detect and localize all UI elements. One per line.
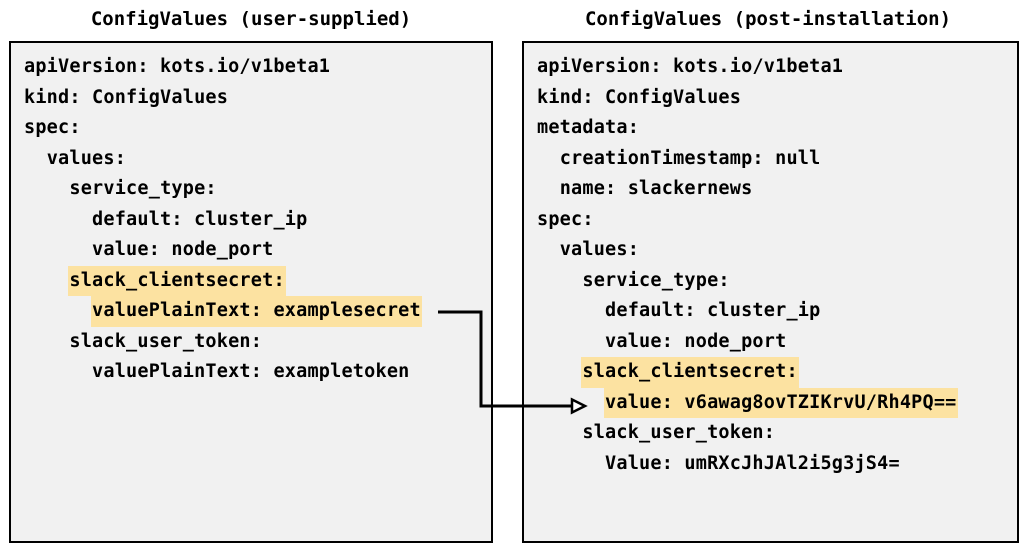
yaml-line-text: Value: umRXcJhJAl2i5g3jS4= [605,452,900,474]
yaml-line-text: value: node_port [605,330,787,352]
yaml-indent [536,453,604,474]
yaml-line-text: creationTimestamp: null [559,147,821,169]
yaml-indent [23,300,91,321]
yaml-indent [536,178,559,199]
yaml-line: service_type: [536,266,1017,297]
yaml-indent [536,239,559,260]
yaml-indent [536,148,559,169]
yaml-line: slack_user_token: [23,327,491,358]
yaml-line: value: node_port [536,327,1017,358]
yaml-indent [536,300,604,321]
yaml-line-text: slack_user_token: [69,330,263,352]
yaml-line-text: apiVersion: kots.io/v1beta1 [537,56,844,77]
yaml-box-user-supplied: apiVersion: kots.io/v1beta1 kind: ConfigV… [9,41,493,543]
yaml-line-text: slack_clientsecret: [581,357,799,388]
yaml-indent [23,270,68,291]
yaml-indent [23,361,91,382]
yaml-line: metadata: [536,113,1017,144]
yaml-indent [536,361,581,382]
yaml-line: default: cluster_ip [536,296,1017,327]
yaml-line: spec: [536,205,1017,236]
yaml-line: apiVersion: kots.io/v1beta1 [23,52,491,83]
yaml-indent [23,331,68,352]
yaml-line-text: name: slackernews [559,178,753,199]
yaml-line: slack_clientsecret: [536,357,1017,388]
yaml-indent [23,148,46,169]
yaml-line-text: default: cluster_ip [92,208,308,230]
yaml-line: values: [23,144,491,175]
yaml-line: service_type: [23,174,491,205]
yaml-indent [23,239,91,260]
yaml-line-text: spec: [537,208,594,230]
yaml-line-text: values: [559,239,640,260]
yaml-line: slack_clientsecret: [23,265,491,296]
yaml-line: valuePlainText: examplesecret [23,296,491,327]
panel-title-post-installation: ConfigValues (post-installation) [584,8,952,30]
panel-title-user-supplied: ConfigValues (user-supplied) [90,8,412,30]
yaml-box-post-installation: apiVersion: kots.io/v1beta1 kind: ConfigV… [522,41,1019,543]
yaml-line: values: [536,235,1017,266]
yaml-line-text: value: node_port [92,239,274,260]
yaml-line: name: slackernews [536,174,1017,205]
yaml-line: kind: ConfigValues [536,83,1017,114]
yaml-line-text: slack_clientsecret: [68,265,286,296]
yaml-indent [23,178,68,199]
yaml-indent [536,392,604,413]
yaml-line: kind: ConfigValues [23,83,491,114]
yaml-indent [536,422,581,443]
yaml-line-text: valuePlainText: exampletoken [92,361,410,382]
yaml-line-text: apiVersion: kots.io/v1beta1 [24,56,331,77]
yaml-line-text: kind: ConfigValues [537,86,742,108]
yaml-indent [536,270,581,291]
yaml-line-text: default: cluster_ip [605,300,821,321]
yaml-line: value: node_port [23,235,491,266]
yaml-line-text: service_type: [582,269,730,291]
yaml-line: value: v6awag8ovTZIKrvU/Rh4PQ== [536,387,1017,418]
yaml-content-post-installation: apiVersion: kots.io/v1beta1 kind: ConfigV… [536,52,1017,479]
yaml-line-text: value: v6awag8ovTZIKrvU/Rh4PQ== [604,387,958,418]
yaml-content-user-supplied: apiVersion: kots.io/v1beta1 kind: ConfigV… [23,52,491,388]
yaml-line: valuePlainText: exampletoken [23,357,491,388]
yaml-line: spec: [23,113,491,144]
yaml-line: apiVersion: kots.io/v1beta1 [536,52,1017,83]
yaml-line-text: metadata: [537,117,640,138]
yaml-line-text: kind: ConfigValues [24,86,229,108]
yaml-line: Value: umRXcJhJAl2i5g3jS4= [536,449,1017,480]
yaml-line-text: values: [46,147,127,169]
yaml-line: slack_user_token: [536,418,1017,449]
yaml-indent [23,209,91,230]
yaml-line-text: slack_user_token: [582,422,776,443]
yaml-line: default: cluster_ip [23,205,491,236]
yaml-indent [536,331,604,352]
yaml-line-text: service_type: [69,178,217,199]
yaml-line-text: valuePlainText: examplesecret [91,296,422,327]
yaml-line-text: spec: [24,117,81,138]
yaml-line: creationTimestamp: null [536,144,1017,175]
